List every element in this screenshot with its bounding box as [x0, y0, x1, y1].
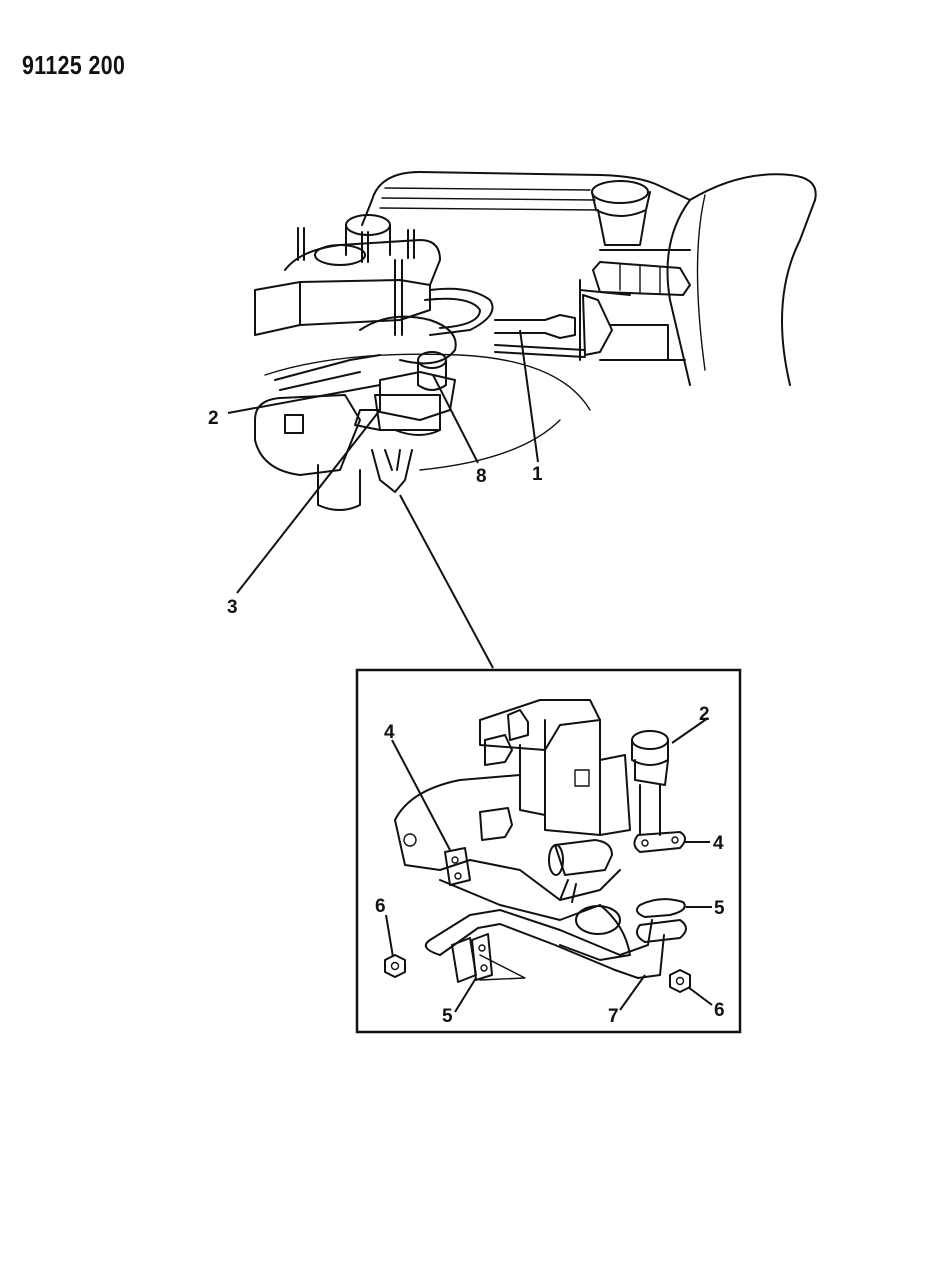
top-leader-lines — [227, 329, 539, 669]
callout-1: 1 — [532, 464, 543, 485]
detail-leader-lines — [385, 717, 713, 1013]
callout-6-left: 6 — [375, 896, 386, 917]
callout-5-right: 5 — [714, 898, 725, 919]
detail-illustration — [384, 699, 691, 993]
callout-5-left: 5 — [442, 1006, 453, 1027]
diagram-id: 91125 200 — [22, 50, 126, 80]
callout-8: 8 — [476, 466, 487, 487]
callout-2-detail: 2 — [699, 704, 710, 725]
callout-4-left: 4 — [384, 722, 395, 743]
callout-2-top: 2 — [208, 408, 219, 429]
callout-7: 7 — [608, 1006, 619, 1027]
engine-overview-illustration — [254, 171, 817, 511]
callout-6-right: 6 — [714, 1000, 725, 1021]
callout-4-right: 4 — [713, 833, 724, 854]
callout-3: 3 — [227, 597, 238, 618]
